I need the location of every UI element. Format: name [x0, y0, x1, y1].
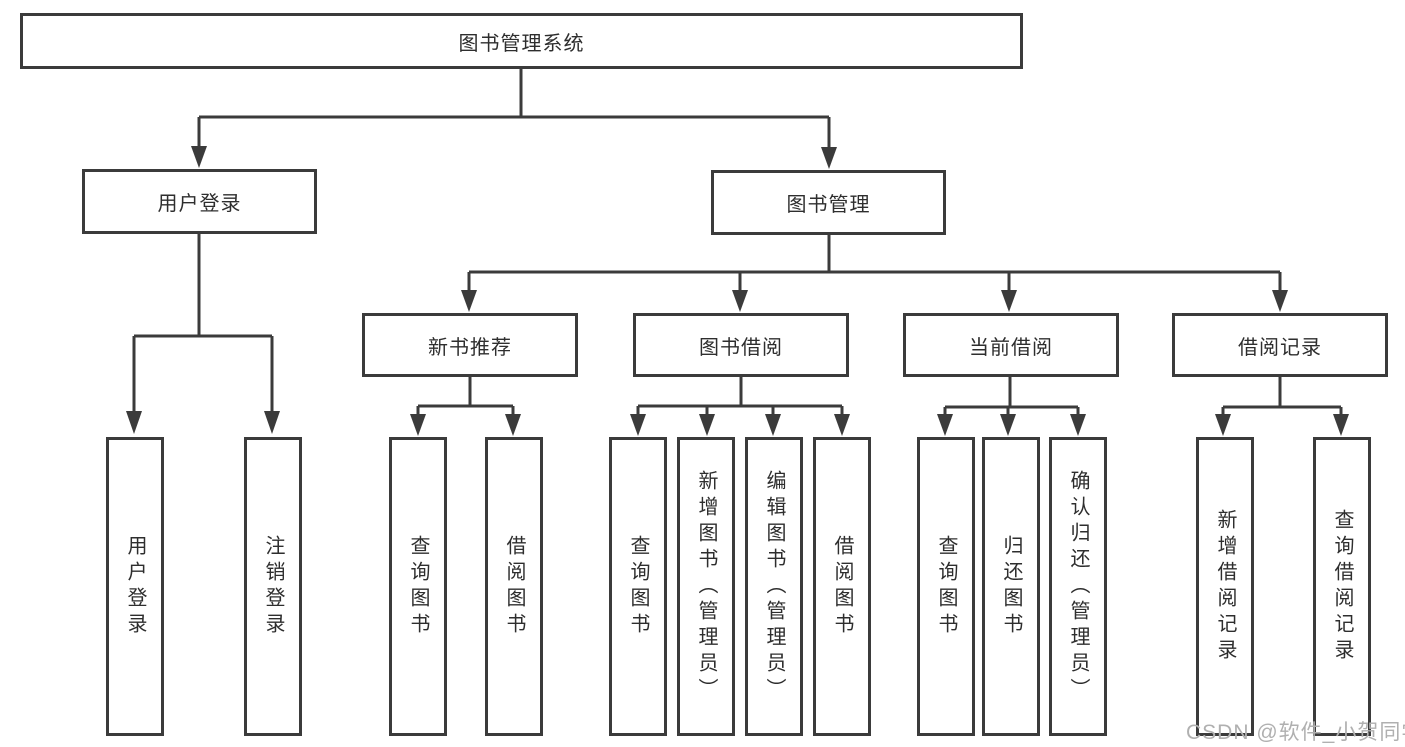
arrowhead: [834, 414, 850, 436]
node-user-login: 用户登录: [82, 169, 317, 234]
arrowhead: [191, 146, 207, 168]
arrowhead: [821, 147, 837, 169]
arrowhead: [1272, 290, 1288, 312]
leaf-query-books-borrow-label: 查询图书: [627, 534, 649, 639]
node-current-borrow: 当前借阅: [903, 313, 1119, 377]
leaf-add-book-admin-label: 新增图书（管理员）: [695, 469, 717, 704]
leaf-borrow-books-recommend-label: 借阅图书: [503, 534, 525, 639]
leaf-query-books-recommend-label: 查询图书: [407, 534, 429, 639]
leaf-return-book-label: 归还图书: [1000, 534, 1022, 639]
node-root-label: 图书管理系统: [458, 32, 585, 55]
arrowhead: [630, 414, 646, 436]
leaf-borrow-books: 借阅图书: [813, 437, 871, 736]
leaf-query-books-recommend: 查询图书: [389, 437, 447, 736]
leaf-user-login-label: 用户登录: [124, 534, 146, 639]
leaf-add-book-admin: 新增图书（管理员）: [677, 437, 735, 736]
node-borrow-records-label: 借阅记录: [1238, 336, 1322, 359]
csdn-watermark: CSDN @软件_小贺同学: [1186, 721, 1405, 744]
arrowhead: [505, 414, 521, 436]
arrowhead: [732, 290, 748, 312]
node-book-borrow: 图书借阅: [633, 313, 849, 377]
leaf-user-login: 用户登录: [106, 437, 164, 736]
leaf-confirm-return-admin-label: 确认归还（管理员）: [1067, 469, 1089, 704]
leaf-logout: 注销登录: [244, 437, 302, 736]
leaf-query-books-current-label: 查询图书: [935, 534, 957, 639]
arrowhead: [461, 290, 477, 312]
arrowhead: [1000, 414, 1016, 436]
leaf-borrow-books-label: 借阅图书: [831, 534, 853, 639]
node-book-management: 图书管理: [711, 170, 946, 235]
arrowhead: [699, 414, 715, 436]
arrowhead: [1070, 414, 1086, 436]
leaf-logout-label: 注销登录: [262, 534, 284, 639]
leaf-query-borrow-record: 查询借阅记录: [1313, 437, 1371, 736]
leaf-query-books-current: 查询图书: [917, 437, 975, 736]
leaf-add-borrow-record: 新增借阅记录: [1196, 437, 1254, 736]
arrowhead: [937, 414, 953, 436]
node-user-login-label: 用户登录: [157, 193, 242, 215]
leaf-confirm-return-admin: 确认归还（管理员）: [1049, 437, 1107, 736]
arrowhead: [410, 414, 426, 436]
arrowheads: [126, 146, 1349, 436]
arrowhead: [765, 414, 781, 436]
node-book-borrow-label: 图书借阅: [699, 336, 783, 359]
node-new-book-recommend-label: 新书推荐: [428, 336, 512, 359]
leaf-edit-book-admin: 编辑图书（管理员）: [745, 437, 803, 736]
node-book-management-label: 图书管理: [786, 194, 871, 216]
leaf-add-borrow-record-label: 新增借阅记录: [1214, 508, 1236, 665]
leaf-borrow-books-recommend: 借阅图书: [485, 437, 543, 736]
node-new-book-recommend: 新书推荐: [362, 313, 578, 377]
arrowhead: [1215, 414, 1231, 436]
arrowhead: [264, 411, 280, 434]
arrowhead: [1333, 414, 1349, 436]
leaf-query-borrow-record-label: 查询借阅记录: [1331, 508, 1353, 665]
node-root: 图书管理系统: [20, 13, 1023, 69]
leaf-edit-book-admin-label: 编辑图书（管理员）: [763, 469, 785, 704]
node-borrow-records: 借阅记录: [1172, 313, 1388, 377]
arrowhead: [1001, 290, 1017, 312]
leaf-return-book: 归还图书: [982, 437, 1040, 736]
node-current-borrow-label: 当前借阅: [969, 336, 1053, 359]
leaf-query-books-borrow: 查询图书: [609, 437, 667, 736]
arrowhead: [126, 411, 142, 434]
